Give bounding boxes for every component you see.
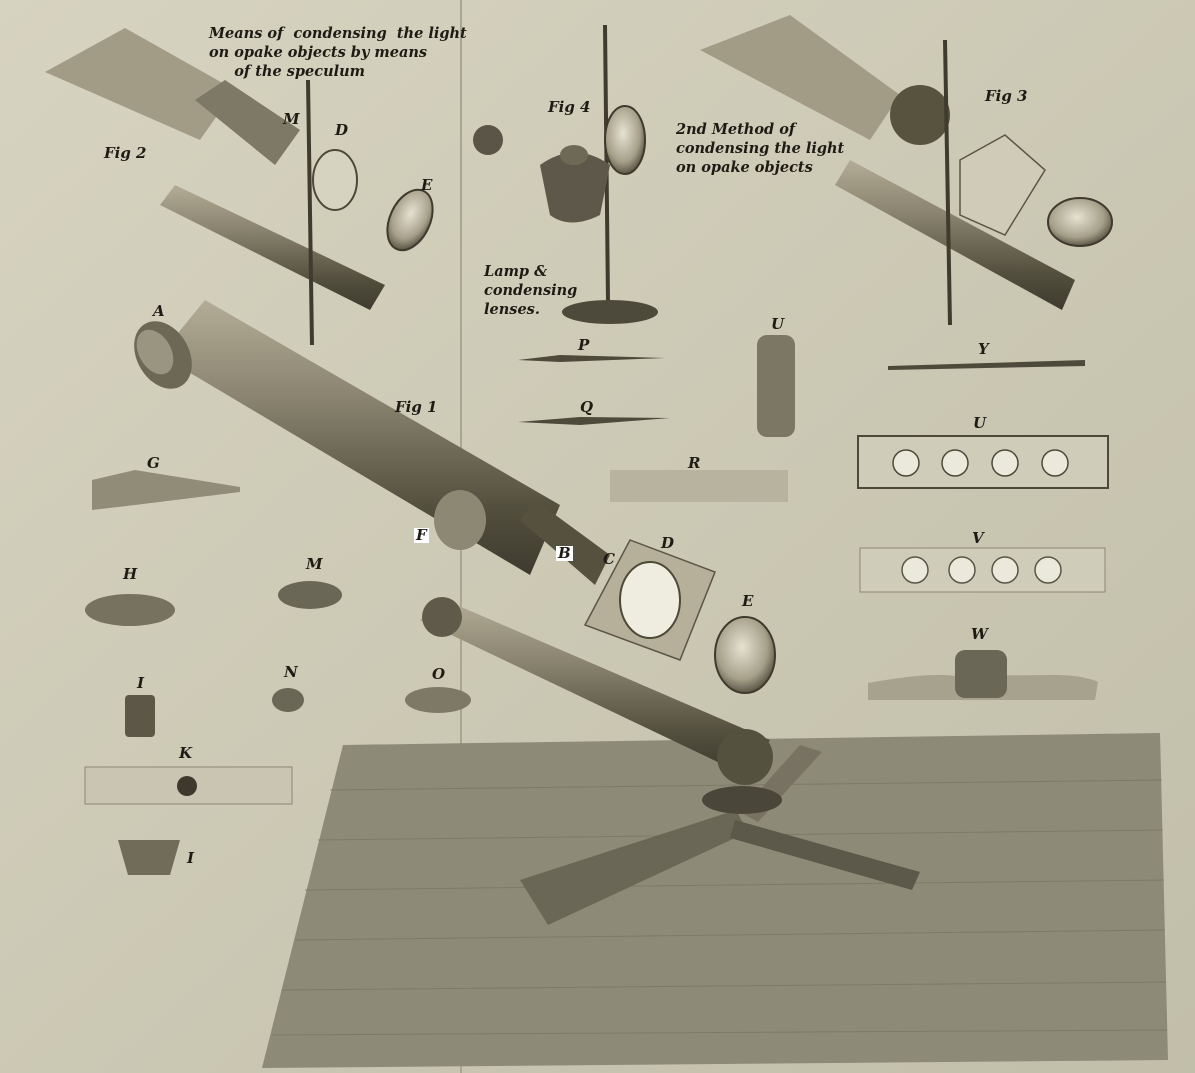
- fig2-body-tube: [45, 28, 235, 140]
- accessories-right: [518, 335, 1109, 700]
- fig2-stage-lens: [312, 149, 358, 211]
- tool-P: [518, 355, 665, 362]
- cup-M: [278, 581, 342, 609]
- cylinder-I: [125, 695, 155, 737]
- slider-U-cell-3: [991, 449, 1019, 477]
- fig1-label: Fig 1: [395, 398, 438, 416]
- box-O: [405, 687, 471, 713]
- fig1-microscope: [134, 300, 920, 925]
- stage-piece-W-boss: [955, 650, 1007, 698]
- lamp-base: [562, 300, 658, 324]
- slider-U-cell-1: [892, 449, 920, 477]
- label-F: F: [414, 526, 429, 544]
- label-A: A: [153, 302, 165, 320]
- fig4-label: Fig 4: [548, 98, 591, 116]
- lamp-body: [540, 152, 610, 223]
- fig3-label: Fig 3: [985, 87, 1028, 105]
- pillar-base: [702, 786, 782, 814]
- fig3-stage-arm: [835, 160, 1075, 310]
- mirror: [714, 616, 776, 694]
- cup-I: [118, 840, 180, 875]
- tripod-foot-left: [520, 810, 748, 925]
- fig3-reflector: [1047, 197, 1113, 247]
- slider-U-cell-4: [1041, 449, 1069, 477]
- fig3-caption: 2nd Method of condensing the light on op…: [676, 121, 845, 176]
- hinge-screw: [422, 597, 462, 637]
- fig2-stand-rod: [306, 79, 314, 346]
- slider-V-cell-2: [948, 556, 976, 584]
- stage-arm-tube: [420, 600, 770, 775]
- fig2-tube-collar: [195, 80, 300, 165]
- lamp-chimney: [560, 145, 588, 165]
- label-O: O: [432, 665, 446, 683]
- fig2-label: Fig 2: [104, 144, 147, 162]
- accessories-left: [84, 470, 471, 875]
- fig2-speculum: [386, 188, 434, 252]
- fig3-stage-cage: [959, 134, 1046, 236]
- fig2-label-M: M: [283, 110, 300, 128]
- cap-H: [85, 594, 175, 626]
- label-C: C: [603, 550, 615, 568]
- label-B: B: [556, 544, 573, 562]
- fig3-lens-ball: [890, 85, 950, 145]
- label-Q: Q: [580, 398, 594, 416]
- pillar-knuckle: [717, 729, 773, 785]
- stage-aperture: [619, 561, 681, 639]
- label-P: P: [578, 336, 590, 354]
- fig2-speculum-apparatus: [45, 28, 434, 346]
- label-K: K: [179, 744, 193, 762]
- label-R: R: [688, 454, 701, 472]
- fig2-stage-arm: [160, 185, 385, 310]
- label-E: E: [742, 592, 754, 610]
- slider-K-hole: [177, 776, 197, 796]
- tool-Q: [518, 417, 670, 425]
- slider-U-cell-2: [941, 449, 969, 477]
- label-G: G: [147, 454, 160, 472]
- label-H: H: [123, 565, 138, 583]
- forceps-G: [92, 470, 240, 510]
- fig4-caption: Lamp & condensing lenses.: [484, 263, 578, 318]
- slider-V-cell-1: [901, 556, 929, 584]
- small-cup-N: [272, 688, 304, 712]
- label-M: M: [306, 555, 323, 573]
- fig3-apparatus: [700, 15, 1113, 326]
- label-U-slider: U: [973, 414, 987, 432]
- box-U: [757, 335, 795, 437]
- slider-V: [859, 547, 1106, 593]
- fig4-lamp: [473, 24, 658, 324]
- slider-V-cell-4: [1034, 556, 1062, 584]
- label-N: N: [284, 663, 298, 681]
- focus-wheel: [434, 490, 486, 550]
- slider-R: [610, 470, 788, 502]
- nose-tube: [520, 500, 610, 585]
- table-surface: [262, 733, 1168, 1068]
- holder-Y: [888, 360, 1085, 370]
- condensing-lens: [604, 105, 646, 175]
- label-D: D: [661, 534, 675, 552]
- eyepiece-lens: [136, 329, 174, 375]
- label-Y: Y: [978, 340, 989, 358]
- label-V: V: [972, 529, 984, 547]
- loose-cap: [473, 125, 503, 155]
- fig2-caption: Means of condensing the light on opake o…: [209, 25, 467, 80]
- label-U-top: U: [771, 315, 785, 333]
- label-W: W: [971, 625, 988, 643]
- slider-V-cell-3: [991, 556, 1019, 584]
- label-I-top: I: [137, 674, 145, 692]
- tripod-foot-right: [730, 820, 920, 890]
- fig3-stand-rod: [943, 39, 952, 326]
- fig2-label-E: E: [421, 176, 433, 194]
- label-I-bottom: I: [187, 849, 195, 867]
- fig2-label-D: D: [335, 121, 349, 139]
- fig3-body-tube: [700, 15, 900, 140]
